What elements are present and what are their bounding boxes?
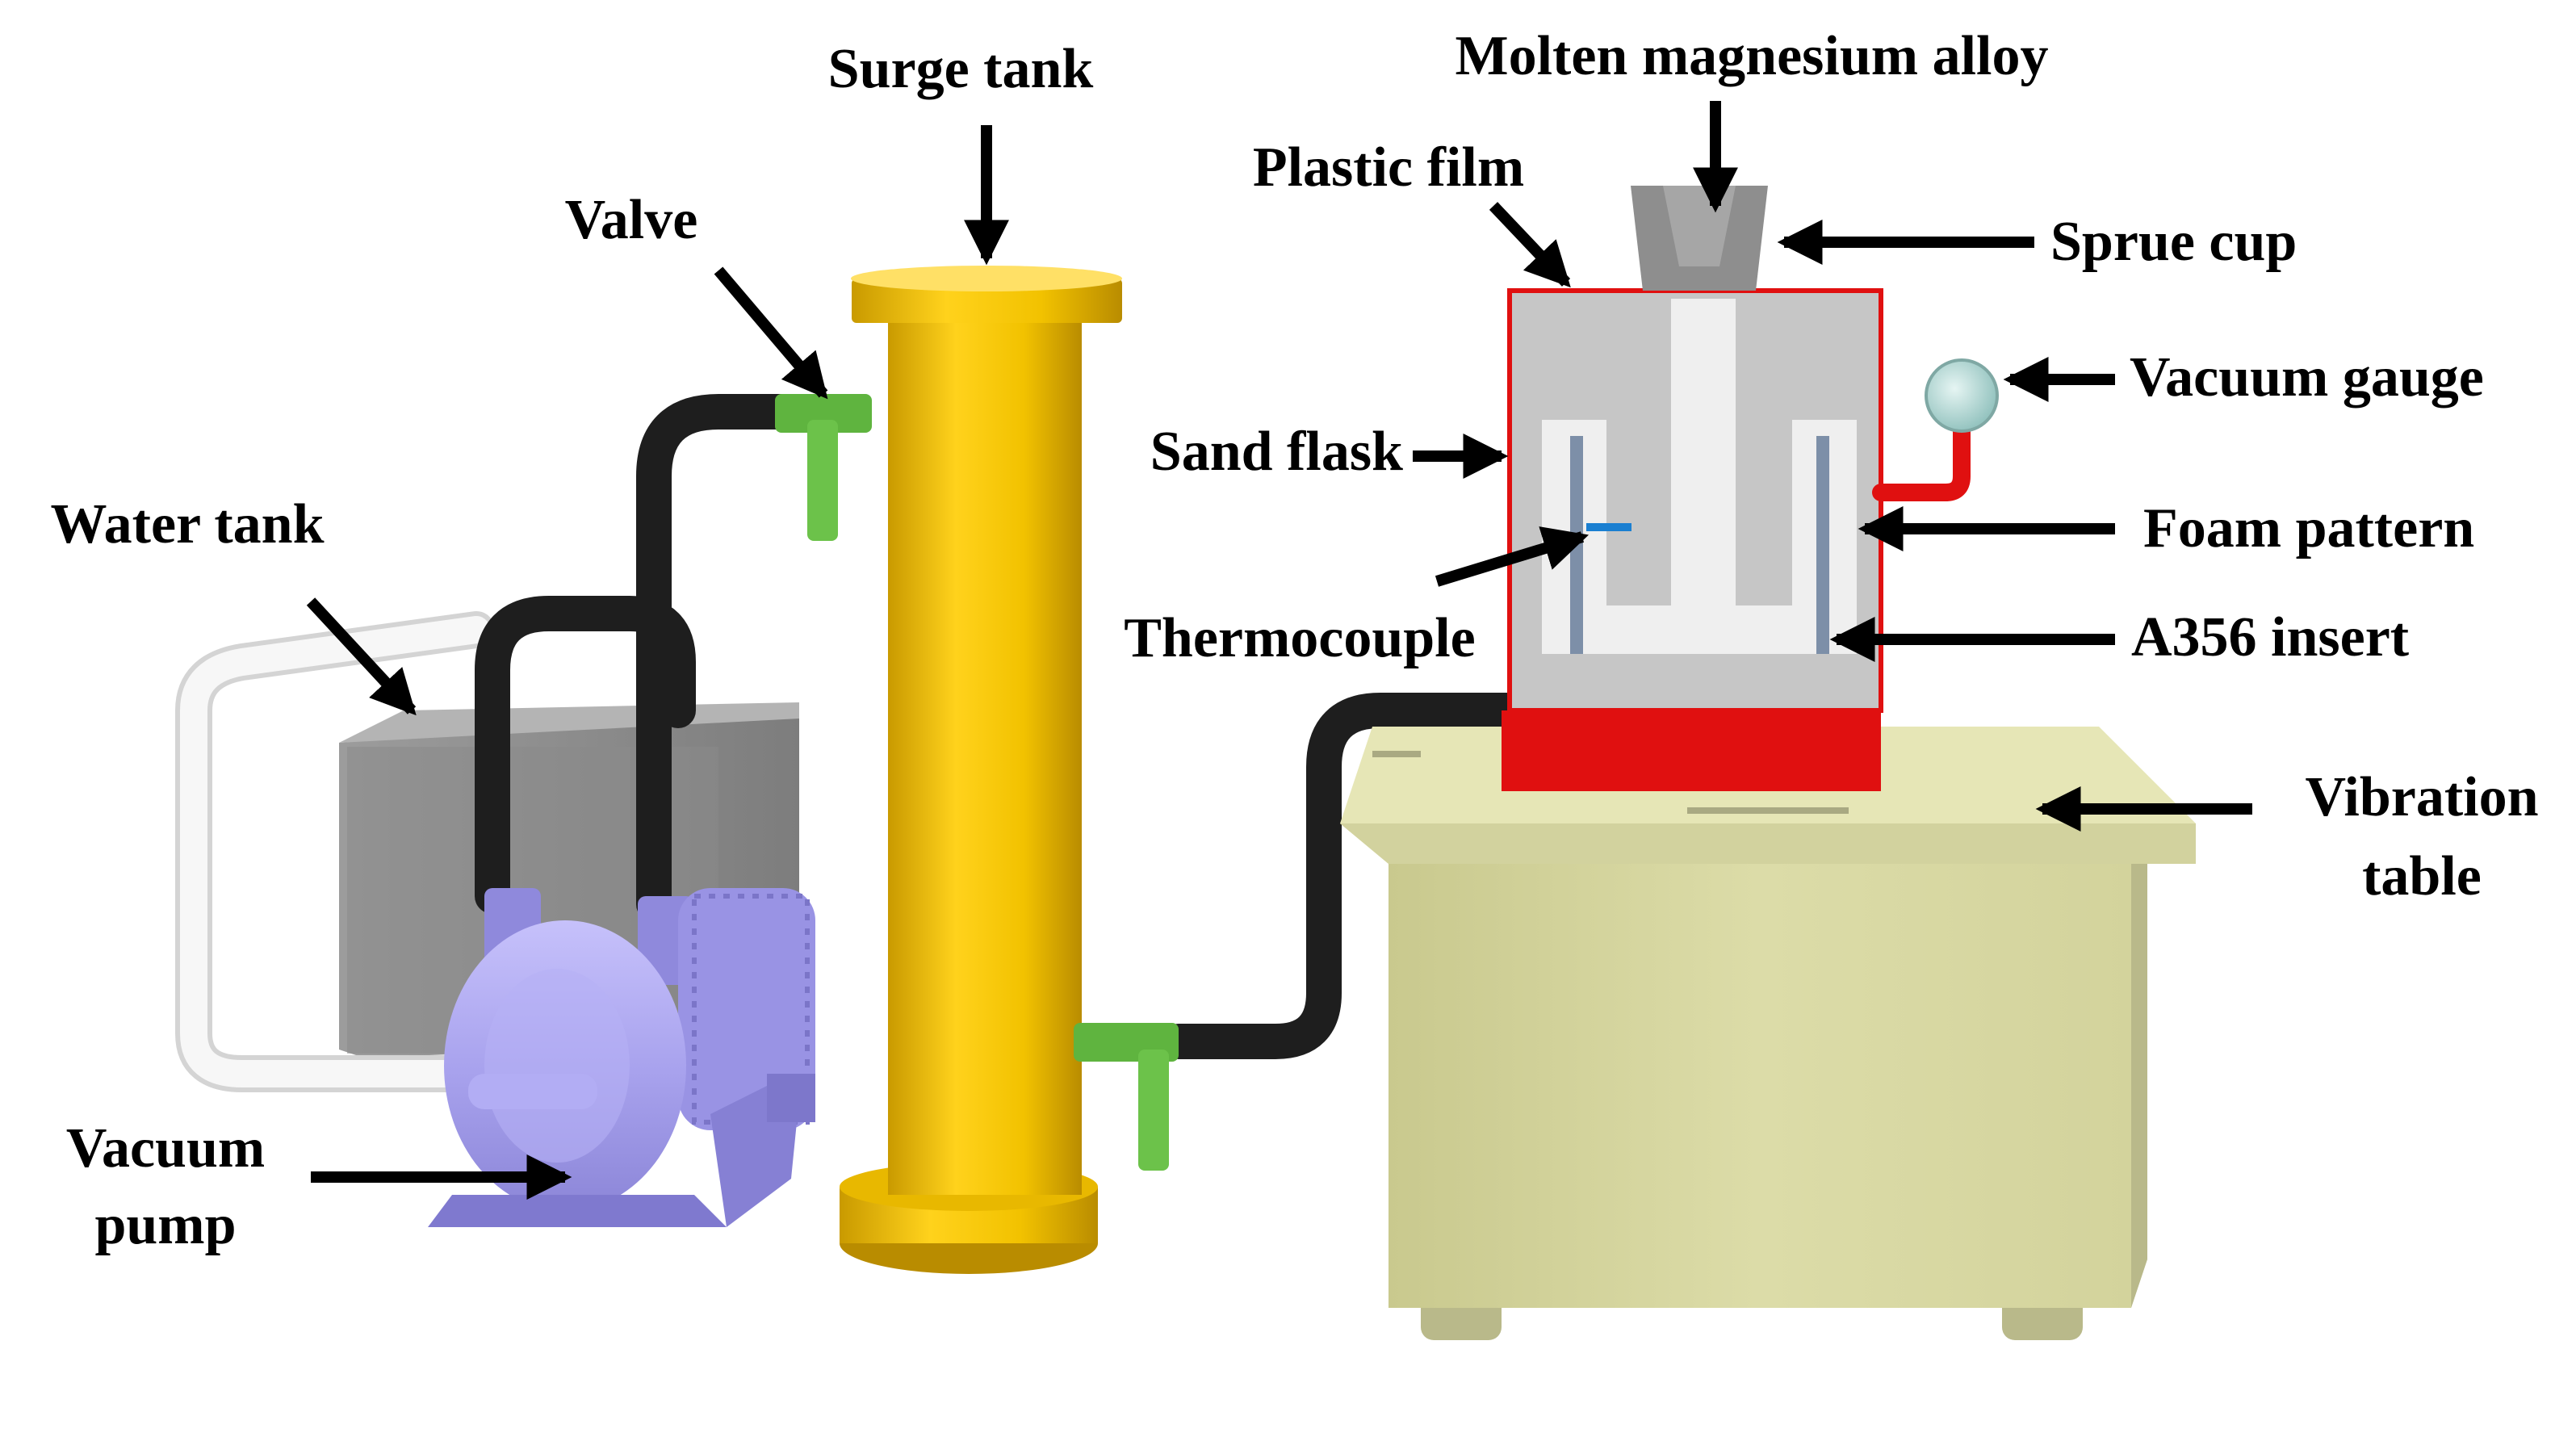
label-sand-flask: Sand flask <box>1150 421 1403 483</box>
label-vacuum-pump-line1: Vacuum <box>66 1117 265 1180</box>
labels: Surge tank Molten magnesium alloy Plasti… <box>51 25 2539 1256</box>
arrows <box>306 101 2252 1200</box>
a356-insert-right <box>1816 436 1829 654</box>
sand-flask <box>1502 186 1883 791</box>
vacuum-pump <box>428 888 815 1227</box>
vacuum-gauge <box>1872 358 1999 501</box>
arrow-water-tank <box>306 597 417 716</box>
label-thermocouple: Thermocouple <box>1124 607 1476 669</box>
arrow-valve <box>714 266 828 400</box>
label-vibration-table-line2: table <box>2362 845 2482 907</box>
label-molten-alloy: Molten magnesium alloy <box>1456 25 2049 87</box>
label-vibration-table-line1: Vibration <box>2305 766 2538 828</box>
label-water-tank: Water tank <box>51 493 325 555</box>
label-plastic-film: Plastic film <box>1253 136 1524 199</box>
arrow-plastic-film <box>1489 202 1571 288</box>
label-valve: Valve <box>565 189 698 251</box>
label-vacuum-pump-line2: pump <box>94 1194 236 1256</box>
label-sprue-cup: Sprue cup <box>2050 211 2297 273</box>
surge-tank <box>840 266 1122 1274</box>
arrow-thermocouple <box>1435 526 1590 587</box>
vibration-table <box>1340 727 2196 1340</box>
label-foam-pattern: Foam pattern <box>2143 497 2474 559</box>
valve-bottom <box>1074 1023 1179 1171</box>
label-vacuum-gauge: Vacuum gauge <box>2130 346 2484 409</box>
thermocouple-tip <box>1586 523 1631 531</box>
black-pipes <box>475 394 1535 1059</box>
valve-top <box>775 394 872 541</box>
label-a356-insert: A356 insert <box>2131 606 2409 668</box>
label-surge-tank: Surge tank <box>828 38 1094 100</box>
